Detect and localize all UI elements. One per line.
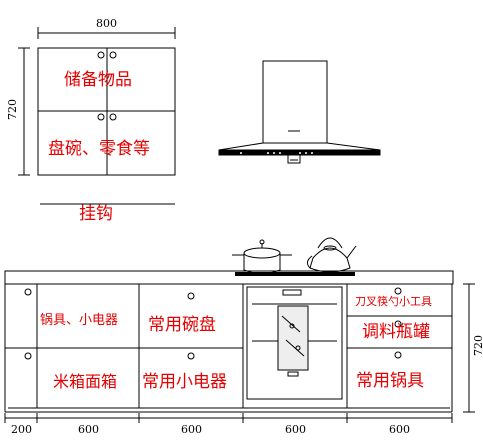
pot-icon [232, 239, 292, 274]
wall-width-dimension: 800 [96, 17, 117, 30]
bottom-dim-3: 600 [181, 423, 202, 436]
base-right-drawer-label: 刀叉筷勺小工具 [355, 295, 432, 308]
base-cabinets [4, 283, 475, 413]
base-right-bottom-label: 常用锅具 [356, 371, 424, 391]
wall-height-dimension: 720 [6, 99, 19, 120]
bottom-dim-2: 600 [78, 423, 99, 436]
hook-rail-label: 挂钩 [79, 204, 113, 224]
countertop [4, 270, 454, 285]
base-left-top-label: 锅具、小电器 [40, 313, 119, 328]
wall-lower-label: 盘碗、零食等 [48, 139, 150, 159]
cooktop [235, 272, 355, 276]
base-left-bottom-label: 米箱面箱 [53, 372, 118, 391]
base-mid-top-label: 常用碗盘 [148, 315, 216, 335]
bottom-dim-5: 600 [389, 423, 410, 436]
bottom-dim-1: 200 [11, 423, 32, 436]
kettle-icon [306, 237, 357, 273]
base-height-dimension: 720 [472, 335, 483, 356]
range-hood [218, 60, 381, 164]
base-mid-bottom-label: 常用小电器 [142, 372, 227, 392]
bottom-dim-4: 600 [285, 423, 306, 436]
built-in-oven [246, 286, 343, 400]
bottom-dimension-line [4, 413, 453, 423]
wall-cabinet [18, 27, 176, 176]
wall-upper-label: 储备物品 [64, 70, 132, 90]
base-right-middle-label: 调料瓶罐 [362, 322, 430, 342]
